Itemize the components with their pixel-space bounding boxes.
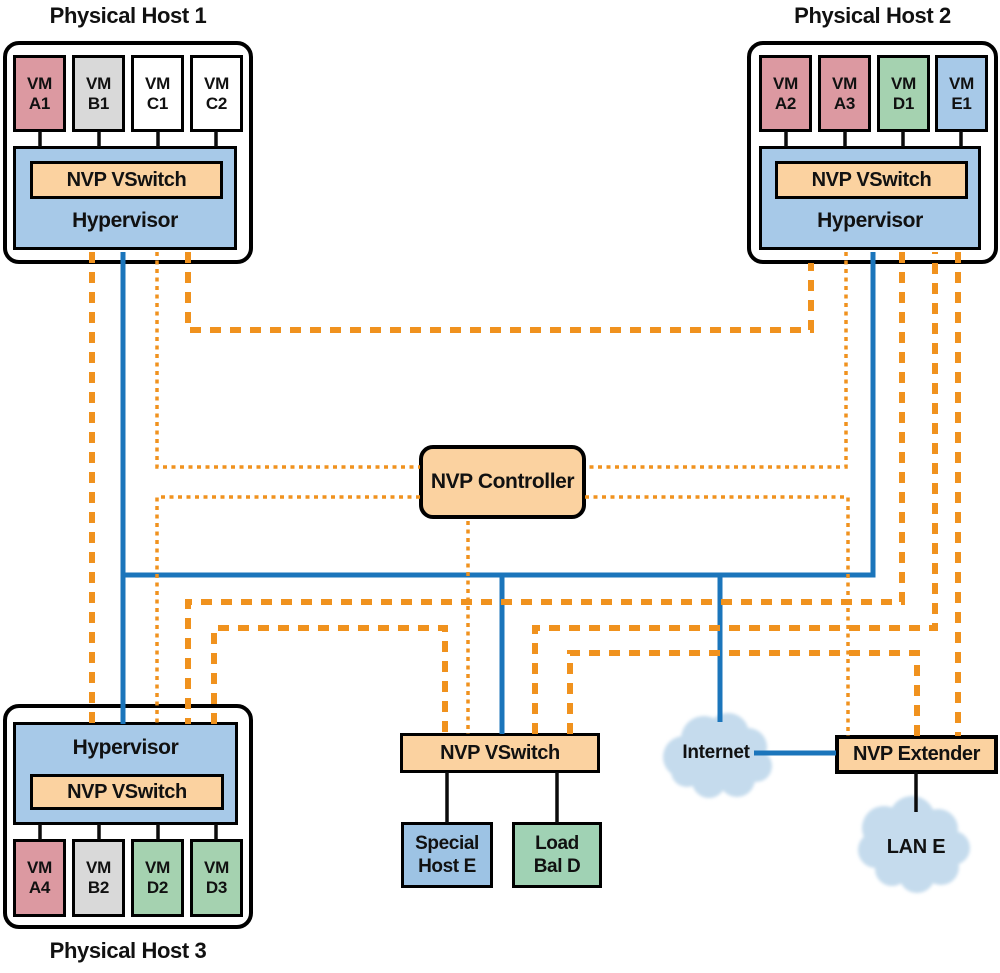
load-bal-d-box: Load Bal D [512, 822, 602, 888]
host3-title: Physical Host 3 [49, 938, 207, 963]
vm-id-label: A3 [833, 93, 856, 113]
vm-type-label: VM [204, 858, 229, 877]
host1-nvp-vswitch: NVP VSwitch [30, 161, 223, 199]
vm-id-label: D1 [892, 93, 915, 113]
host2-title: Physical Host 2 [794, 3, 951, 28]
vm-type-label: VM [949, 73, 974, 93]
host3-nvp-vswitch: NVP VSwitch [30, 774, 224, 810]
vm-type-label: VM [204, 73, 229, 93]
vm-id-label: C2 [205, 93, 228, 113]
tunnel-gateway-extender [567, 650, 920, 736]
host2-hypervisor: NVP VSwitch Hypervisor [759, 146, 981, 250]
vm-id-label: A4 [28, 878, 51, 897]
tunnel-host1-host2 [185, 252, 814, 333]
special-host-line2: Host E [418, 856, 476, 877]
load-bal-line2: Bal D [533, 856, 581, 877]
gateway-nvp-vswitch: NVP VSwitch [400, 733, 600, 773]
vm-type-label: VM [27, 858, 52, 877]
special-host-line1: Special [415, 833, 479, 854]
control-controller-extender [585, 495, 850, 736]
vm-id-label: D2 [146, 878, 169, 897]
vm-id-label: E1 [951, 93, 972, 113]
tunnel-gateway-host2 [532, 252, 938, 734]
control-host2-controller [585, 252, 848, 469]
vm-type-label: VM [86, 858, 111, 877]
data-line-host2-backbone [120, 252, 876, 578]
host3-hypervisor: Hypervisor NVP VSwitch [13, 722, 238, 825]
host2-hypervisor-label: Hypervisor [817, 209, 923, 232]
vm-id-label: A2 [774, 93, 797, 113]
control-host1-controller [155, 252, 420, 469]
vm-type-label: VM [86, 73, 111, 93]
vm-id-label: A1 [28, 93, 51, 113]
vm-id-label: D3 [205, 878, 228, 897]
vm-type-label: VM [145, 858, 170, 877]
vm-type-label: VM [27, 73, 52, 93]
host1-title: Physical Host 1 [49, 3, 207, 28]
vm-type-label: VM [832, 73, 857, 93]
host3-hypervisor-label: Hypervisor [72, 736, 179, 759]
nvp-extender: NVP Extender [835, 735, 998, 774]
host2-nvp-vswitch: NVP VSwitch [775, 161, 968, 199]
vm-id-label: B2 [87, 878, 110, 897]
vm-type-label: VM [891, 73, 916, 93]
nvp-controller: NVP Controller [419, 445, 586, 519]
lan-e-label: LAN E [886, 836, 946, 858]
host1-hypervisor-label: Hypervisor [72, 209, 178, 232]
host1-hypervisor: NVP VSwitch Hypervisor [13, 146, 237, 250]
load-bal-line1: Load [535, 833, 579, 854]
special-host-e-box: Special Host E [401, 822, 493, 888]
vm-id-label: B1 [87, 93, 110, 113]
vm-type-label: VM [773, 73, 798, 93]
vm-type-label: VM [145, 73, 170, 93]
control-controller-host3 [155, 495, 420, 724]
vm-id-label: C1 [146, 93, 169, 113]
internet-label: Internet [682, 742, 750, 763]
